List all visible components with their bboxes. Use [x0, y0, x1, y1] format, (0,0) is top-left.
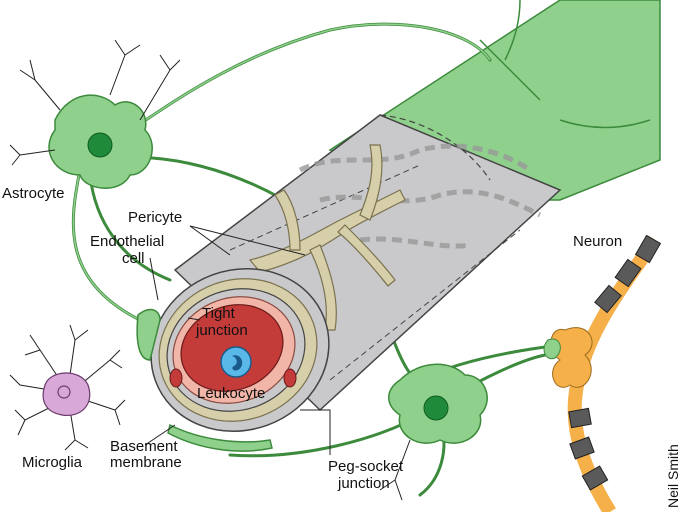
label-neuron: Neuron	[573, 233, 622, 250]
label-tight-junction-line1: Tight	[202, 305, 236, 322]
vessel-endfeet	[136, 308, 273, 452]
label-endothelial-line2: cell	[122, 250, 145, 267]
label-peg-socket-line1: Peg-socket	[328, 458, 404, 475]
label-basement-membrane-line2: membrane	[110, 454, 182, 471]
label-endothelial-line1: Endothelial	[90, 233, 164, 250]
leader-lines	[144, 225, 331, 455]
label-basement-membrane-line1: Basement	[110, 438, 178, 455]
leukocyte-cell	[220, 346, 252, 378]
label-tight-junction-line2: junction	[195, 322, 248, 339]
astrocyte-nucleus	[87, 132, 113, 158]
label-peg-socket-line2: junction	[337, 475, 390, 492]
vessel-cross-section	[150, 268, 330, 432]
label-microglia: Microglia	[22, 454, 83, 471]
label-pericyte: Pericyte	[128, 209, 182, 226]
artist-signature: Neil Smith	[665, 444, 681, 508]
astrocyte-process-fill	[72, 23, 491, 321]
astrocyte-nucleus-lower	[423, 395, 449, 421]
synapse-bouton	[550, 327, 593, 388]
neuron-axon	[543, 234, 662, 512]
label-astrocyte: Astrocyte	[2, 185, 65, 202]
astrocyte-lower	[379, 363, 488, 501]
label-leukocyte: Leukocyte	[197, 385, 265, 402]
astrocyte-upper	[9, 39, 181, 189]
pericyte	[248, 144, 406, 331]
microglia-cell	[9, 324, 126, 451]
